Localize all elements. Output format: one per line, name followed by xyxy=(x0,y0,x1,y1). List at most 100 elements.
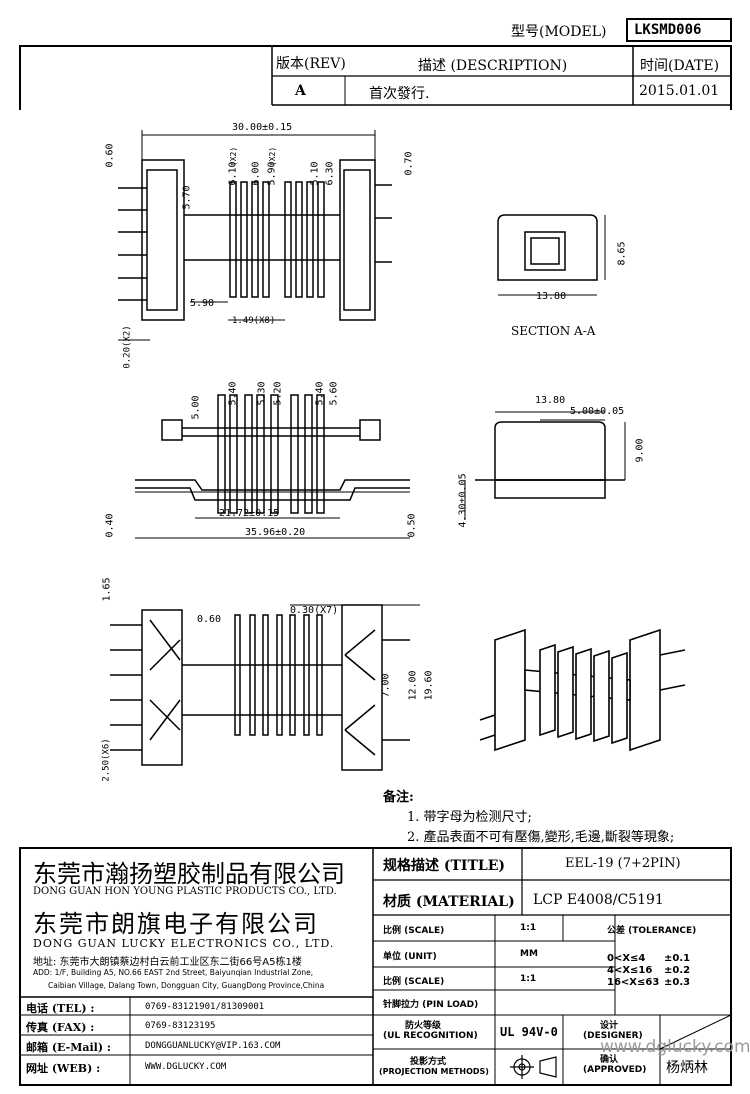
scale-value: 1:1 xyxy=(520,923,537,933)
approved-label-1: 确认 xyxy=(600,1055,619,1065)
address-en-1: ADD: 1/F, Building A5, NO.66 EAST 2nd St… xyxy=(33,968,314,977)
dim-d: 5.70 xyxy=(181,185,193,210)
title-block-header: 型号(MODEL) LKSMD006 版本(REV) 描述 (DESCRIPTI… xyxy=(0,0,750,110)
company-name-1-cn: 东莞市瀚扬塑胶制品有限公司 xyxy=(33,860,345,888)
email-value[interactable]: DONGGUANLUCKY@VIP.163.COM xyxy=(145,1041,281,1051)
side-view-lines xyxy=(135,394,410,539)
bottom-view-drawing: 0.60 0.30(X7) 1.65 7.00 12.00 19.60 2.50… xyxy=(80,570,440,790)
note-2: 2. 產品表面不可有壓傷,變形,毛邊,斷裂等現象; xyxy=(407,830,675,845)
tol-range-3: 16<X≤63 xyxy=(607,977,660,988)
ul-label-2: (UL RECOGNITION) xyxy=(383,1031,478,1041)
projection-symbol xyxy=(510,1055,557,1079)
desc-value: 首次發行. xyxy=(369,86,430,102)
watermark: www.dglucky.com xyxy=(600,1037,750,1057)
email-label: 邮箱 (E-Mail) : xyxy=(26,1041,111,1054)
side-dim-t: 5.60 xyxy=(328,381,340,406)
dim-i: 6.30 xyxy=(324,161,336,186)
tel-label: 电话 (TEL) : xyxy=(26,1002,95,1015)
bottom-view-lines xyxy=(110,604,420,771)
unit-label: 单位 (UNIT) xyxy=(383,952,437,962)
end-dim-e1: 9.00 xyxy=(634,438,646,463)
bottom-dim-v: 19.60 xyxy=(423,670,435,701)
bottom-dim-b1: 2.50(X6) xyxy=(101,738,112,782)
side-dim-p: 5.40 xyxy=(227,381,239,406)
bottom-dim-y: 0.30(X7) xyxy=(290,605,339,616)
dim-g2: (X2) xyxy=(268,146,278,167)
tel-value: 0769-83121901/81309001 xyxy=(145,1002,265,1012)
isometric-lines xyxy=(479,628,686,752)
bottom-dim-z: 0.60 xyxy=(197,614,222,625)
approved-label-2: (APPROVED) xyxy=(583,1065,647,1075)
rev-label: 版本(REV) xyxy=(276,56,346,72)
scale-label: 比例 (SCALE) xyxy=(383,926,445,936)
title-value: EEL-19 (7+2PIN) xyxy=(565,856,681,871)
web-label: 网址 (WEB) : xyxy=(26,1062,101,1075)
company-name-1-en: DONG GUAN HON YOUNG PLASTIC PRODUCTS CO.… xyxy=(33,886,337,897)
end-view-lines xyxy=(464,411,626,520)
side-view-drawing: 21.72±0.15 35.96±0.20 5.00 5.40 5.30 5.2… xyxy=(80,360,440,555)
side-dim-u: 0.50 xyxy=(406,513,418,538)
section-aa-lines xyxy=(497,214,606,296)
dim-f: 6.00 xyxy=(250,161,262,186)
company-name-2-cn: 东莞市朗旗电子有限公司 xyxy=(33,910,319,938)
proj-label-2: (PROJECTION METHODS) xyxy=(379,1067,489,1076)
designer-label-2: (DESIGNER) xyxy=(583,1031,643,1041)
title-block-frame xyxy=(19,847,732,1086)
isometric-view xyxy=(470,620,700,770)
dim-a: 0.60 xyxy=(104,143,116,168)
date-label: 时间(DATE) xyxy=(640,58,720,74)
scale2-value: 1:1 xyxy=(520,974,537,984)
title-block-bottom: 东莞市瀚扬塑胶制品有限公司 DONG GUAN HON YOUNG PLASTI… xyxy=(0,845,750,1094)
end-dim-f1: 4.30±0.05 xyxy=(457,473,469,528)
tol-value-2: ±0.2 xyxy=(664,965,691,976)
section-label: SECTION A-A xyxy=(511,324,596,338)
top-view-drawing: 30.00±0.15 5.90 1.49(X8) 0.60 5.70 6.10 … xyxy=(0,110,480,370)
fax-label: 传真 (FAX) : xyxy=(26,1021,95,1034)
company-name-2-en: DONG GUAN LUCKY ELECTRONICS CO., LTD. xyxy=(33,937,335,950)
dim-e2: (X2) xyxy=(229,146,239,167)
notes: 备注: 1. 带字母为检测尺寸; 2. 產品表面不可有壓傷,變形,毛邊,斷裂等現… xyxy=(383,786,733,846)
fax-value: 0769-83123195 xyxy=(145,1021,216,1031)
designer-label-1: 设计 xyxy=(600,1021,619,1031)
end-view-drawing: 13.80 5.00±0.05 9.00 4.30±0.05 xyxy=(440,380,680,540)
bottom-dim-a1: 1.65 xyxy=(101,577,113,602)
tol-value-3: ±0.3 xyxy=(664,977,691,988)
date-value: 2015.01.01 xyxy=(639,83,720,99)
dim-l: 5.90 xyxy=(190,298,215,309)
unit-value: MM xyxy=(520,949,538,959)
side-dim-35: 35.96±0.20 xyxy=(245,527,306,538)
ul-value: UL 94V-0 xyxy=(500,1025,558,1039)
material-value: LCP E4008/C5191 xyxy=(533,892,664,908)
bottom-dim-w: 12.00 xyxy=(407,670,419,701)
side-dim-21: 21.72±0.15 xyxy=(219,508,280,519)
bottom-dim-x: 7.00 xyxy=(380,673,392,698)
approved-value: 杨炳林 xyxy=(666,1060,708,1076)
section-dim-g: 8.65 xyxy=(616,241,628,266)
tol-range-1: 0<X≤4 xyxy=(607,953,646,964)
dim-30: 30.00±0.15 xyxy=(232,122,293,133)
section-aa-drawing: 13.80 8.65 SECTION A-A xyxy=(480,200,640,350)
tol-range-2: 4<X≤16 xyxy=(607,965,653,976)
desc-label: 描述 (DESCRIPTION) xyxy=(418,58,568,74)
end-dim-c1: 13.80 xyxy=(535,395,566,406)
web-value[interactable]: WWW.DGLUCKY.COM xyxy=(145,1062,227,1072)
side-dim-o: 5.00 xyxy=(190,395,202,420)
scale2-label: 比例 (SCALE) xyxy=(383,977,445,987)
address-cn: 地址: 东莞市大朗镇蔡边村白云前工业区东二街66号A5栋1楼 xyxy=(33,957,302,968)
ul-label-1: 防火等级 xyxy=(405,1021,442,1031)
section-dim-h: 13.80 xyxy=(536,291,567,302)
rev-value: A xyxy=(295,83,306,99)
proj-label-1: 投影方式 xyxy=(410,1057,447,1067)
title-label: 规格描述 (TITLE) xyxy=(383,858,506,874)
dim-h: 5.10 xyxy=(309,161,321,186)
side-dim-r: 5.20 xyxy=(272,381,284,406)
model-value: LKSMD006 xyxy=(634,22,702,38)
tolerance-label: 公差 (TOLERANCE) xyxy=(607,926,697,936)
pin-load-label: 针脚拉力 (PIN LOAD) xyxy=(383,1000,479,1010)
dim-j: 0.70 xyxy=(403,151,415,176)
end-dim-d1: 5.00±0.05 xyxy=(570,406,625,417)
model-label: 型号(MODEL) xyxy=(511,24,607,40)
note-1: 1. 带字母为检测尺寸; xyxy=(407,810,532,825)
top-view-lines xyxy=(118,130,392,341)
dim-k: 1.49(X8) xyxy=(232,316,276,326)
